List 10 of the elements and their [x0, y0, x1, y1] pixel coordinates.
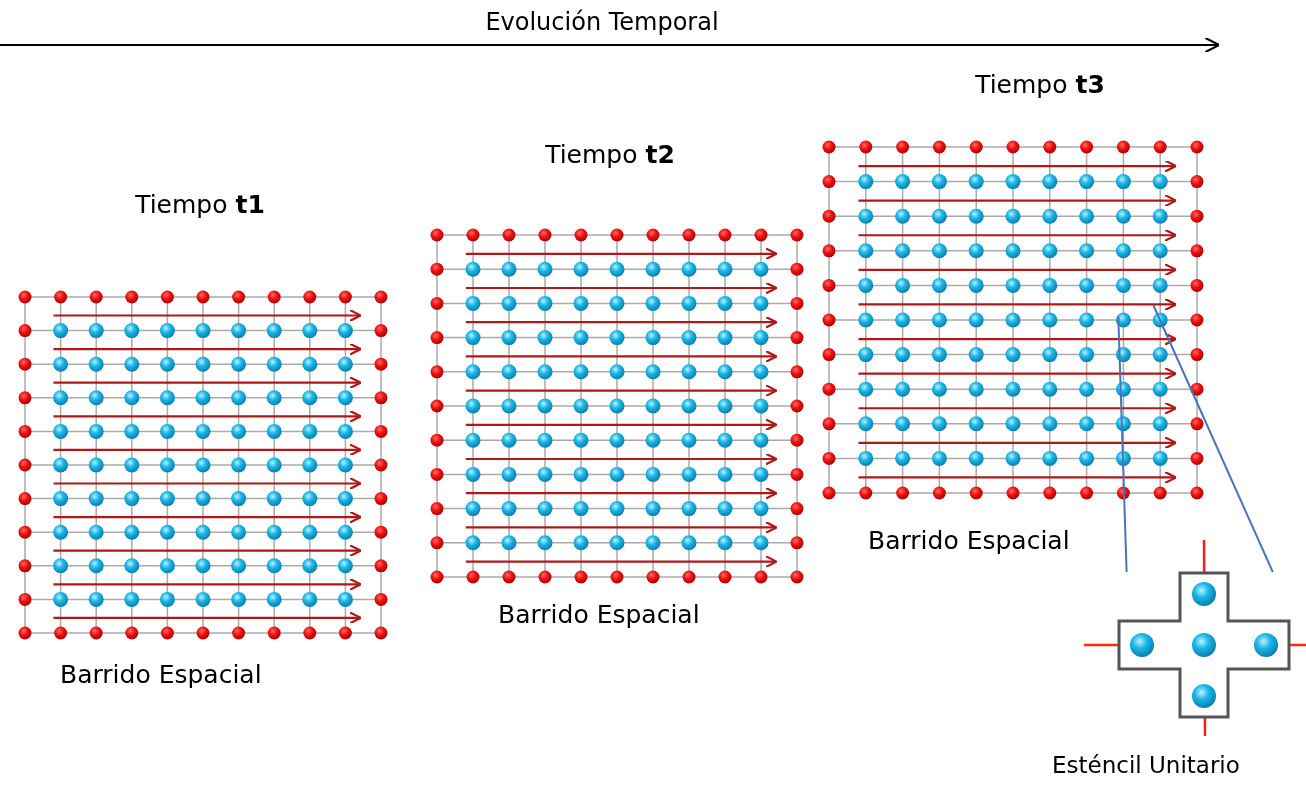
sweep-caption: Barrido Espacial: [868, 526, 1070, 555]
sweep-caption: Barrido Espacial: [60, 660, 262, 689]
stencil-caption: Esténcil Unitario: [1052, 752, 1240, 778]
unit-stencil-drawing: [1118, 572, 1290, 718]
leader-line: [1152, 304, 1274, 573]
sweep-caption: Barrido Espacial: [498, 600, 700, 629]
time-heading: Tiempo t1: [134, 189, 266, 221]
leader-line: [1117, 315, 1128, 573]
time-heading: Tiempo t2: [544, 139, 676, 171]
time-heading: Tiempo t3: [974, 69, 1106, 101]
